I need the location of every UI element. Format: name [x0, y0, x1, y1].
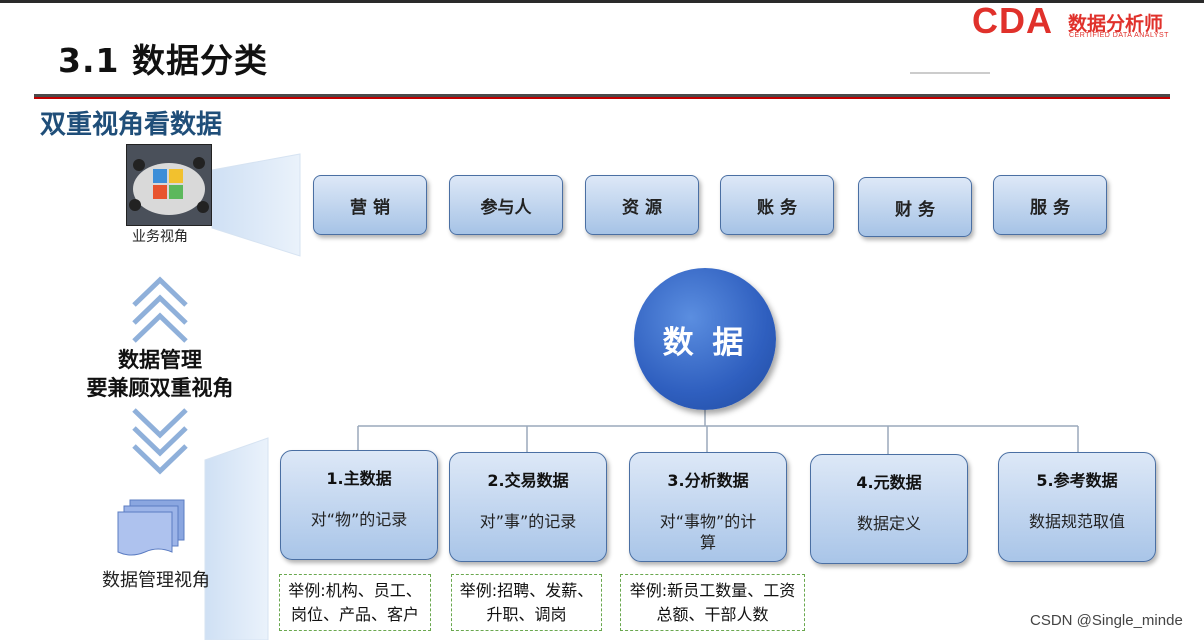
puzzle-icon [127, 145, 211, 225]
example-box-master: 举例:机构、员工、 岗位、产品、客户 [279, 574, 431, 631]
business-item-resource: 资 源 [585, 175, 699, 235]
header-rule-red [34, 97, 1170, 99]
mgmt-perspective-label: 数据管理视角 [102, 570, 210, 591]
business-perspective-label: 业务视角 [132, 229, 188, 245]
data-type-title: 3.分析数据 [667, 471, 749, 490]
chevron-down-icon [132, 426, 188, 457]
chevron-up-icon [132, 276, 188, 307]
decorative-line [910, 72, 990, 74]
data-type-title: 4.元数据 [856, 473, 922, 492]
business-funnel [211, 153, 301, 257]
cda-logo: CDA 数据分析师 CERTIFIED DATA ANALYST [972, 0, 1172, 44]
top-border [0, 0, 1204, 3]
watermark: CSDN @Single_minde [1030, 612, 1183, 629]
chevron-down-icon [132, 444, 188, 475]
example-box-transaction: 举例:招聘、发薪、 升职、调岗 [451, 574, 602, 631]
business-item-service: 服 务 [993, 175, 1107, 235]
business-item-party: 参与人 [449, 175, 563, 235]
data-type-desc: 对”事”的记录 [479, 512, 577, 531]
chevron-up-icon [132, 312, 188, 343]
example-line: 举例:新员工数量、工资 [629, 581, 796, 600]
business-puzzle-image [126, 144, 212, 226]
example-line: 岗位、产品、客户 [290, 605, 419, 624]
data-type-title: 1.主数据 [326, 469, 392, 488]
data-type-title: 2.交易数据 [487, 471, 569, 490]
chevron-up-icon [132, 294, 188, 325]
business-item-marketing: 营 销 [313, 175, 427, 235]
example-line: 总额、干部人数 [656, 605, 769, 624]
business-item-finance: 财 务 [858, 177, 972, 237]
data-type-desc: 对“事物”的计算 [659, 512, 757, 552]
data-type-analytical: 3.分析数据 对“事物”的计算 [629, 452, 787, 562]
logo-chinese: 数据分析师 [1068, 13, 1164, 35]
business-item-account: 账 务 [720, 175, 834, 235]
logo-english: CERTIFIED DATA ANALYST [1069, 32, 1169, 39]
data-type-reference: 5.参考数据 数据规范取值 [998, 452, 1156, 562]
header-rule [34, 94, 1170, 97]
mgmt-note-line2: 要兼顾双重视角 [86, 376, 234, 400]
section-subtitle: 双重视角看数据 [40, 110, 223, 140]
data-type-transaction: 2.交易数据 对”事”的记录 [449, 452, 607, 562]
page-title: 3.1 数据分类 [58, 41, 268, 80]
mgmt-note-line1: 数据管理 [118, 348, 202, 372]
example-line: 升职、调岗 [486, 605, 567, 624]
chevron-down-icon [132, 408, 188, 439]
data-type-master: 1.主数据 对“物”的记录 [280, 450, 438, 560]
data-type-desc: 数据定义 [856, 514, 921, 533]
document-stack-icon [117, 499, 185, 556]
data-type-metadata: 4.元数据 数据定义 [810, 454, 968, 564]
example-line: 举例:机构、员工、 [288, 581, 422, 600]
data-center-circle: 数 据 [634, 268, 776, 410]
example-line: 举例:招聘、发薪、 [459, 581, 594, 600]
data-type-desc: 数据规范取值 [1028, 512, 1125, 531]
data-type-desc: 对“物”的记录 [310, 510, 408, 529]
data-type-title: 5.参考数据 [1036, 471, 1118, 490]
mgmt-funnel [204, 437, 269, 640]
logo-mark: CDA [972, 0, 1053, 41]
example-box-analytical: 举例:新员工数量、工资 总额、干部人数 [620, 574, 805, 631]
